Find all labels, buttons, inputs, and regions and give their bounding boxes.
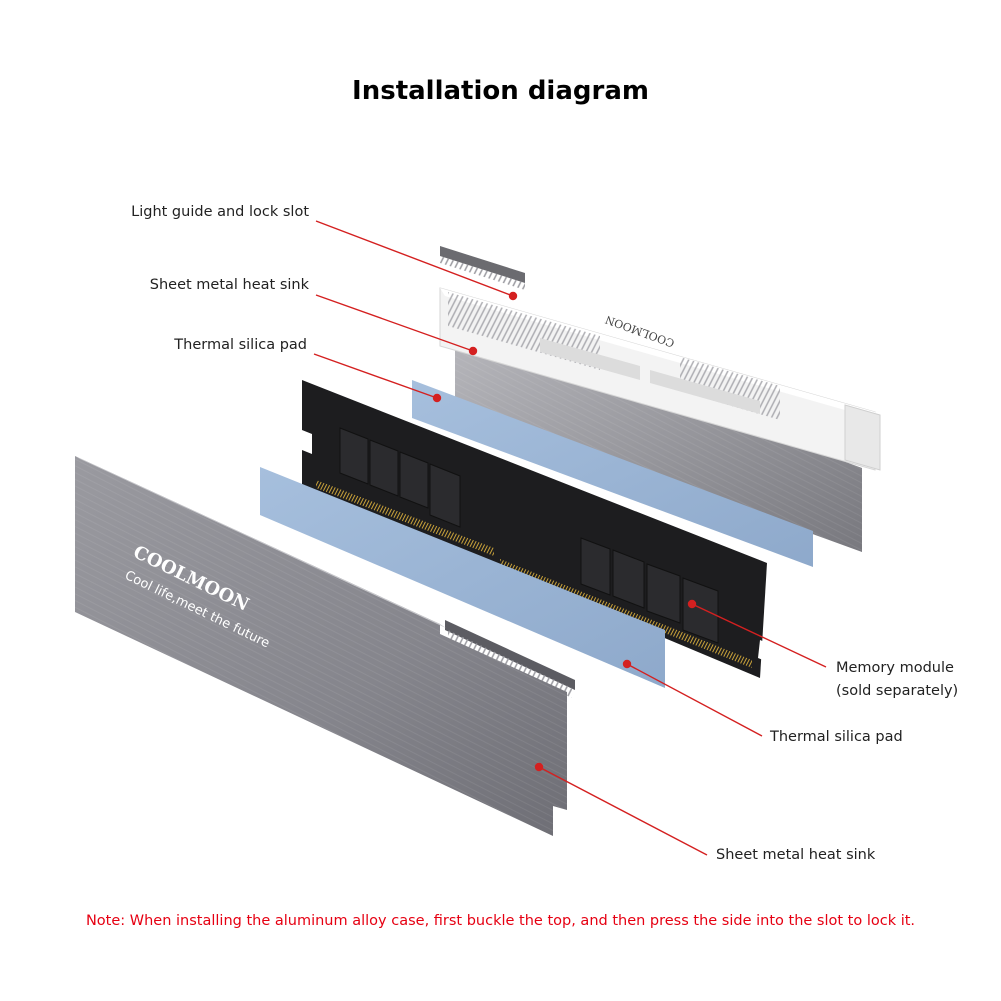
memory-chip [646, 563, 681, 624]
memory-chip [399, 451, 429, 509]
memory-chip [339, 427, 369, 485]
label-sheet-metal-heat-sink-top: Sheet metal heat sink [149, 277, 309, 293]
thermal-pad-bottom [260, 467, 665, 688]
diagram-title: Installation diagram [352, 76, 649, 106]
memory-chip [612, 549, 645, 609]
label-light-guide: Light guide and lock slot [131, 204, 309, 220]
memory-module [302, 380, 770, 678]
back-top-fins [440, 246, 525, 283]
front-heat-sink: COOLMOON Cool life,meet the future [75, 456, 575, 836]
leader-lines [313, 220, 827, 856]
memory-chip [429, 463, 461, 528]
label-memory-module-note: (sold separately) [836, 683, 959, 699]
memory-chip [682, 577, 719, 644]
label-thermal-pad-top: Thermal silica pad [174, 337, 307, 353]
memory-chip [369, 439, 399, 497]
thermal-pad-top [412, 380, 813, 567]
back-heat-sink-assembly: COOLMOON [439, 246, 881, 552]
label-thermal-pad-bottom: Thermal silica pad [770, 729, 903, 745]
installation-note: Note: When installing the aluminum alloy… [85, 913, 916, 929]
label-sheet-metal-heat-sink-bottom: Sheet metal heat sink [716, 847, 876, 863]
memory-chip [580, 537, 611, 596]
label-memory-module: Memory module [836, 660, 954, 676]
